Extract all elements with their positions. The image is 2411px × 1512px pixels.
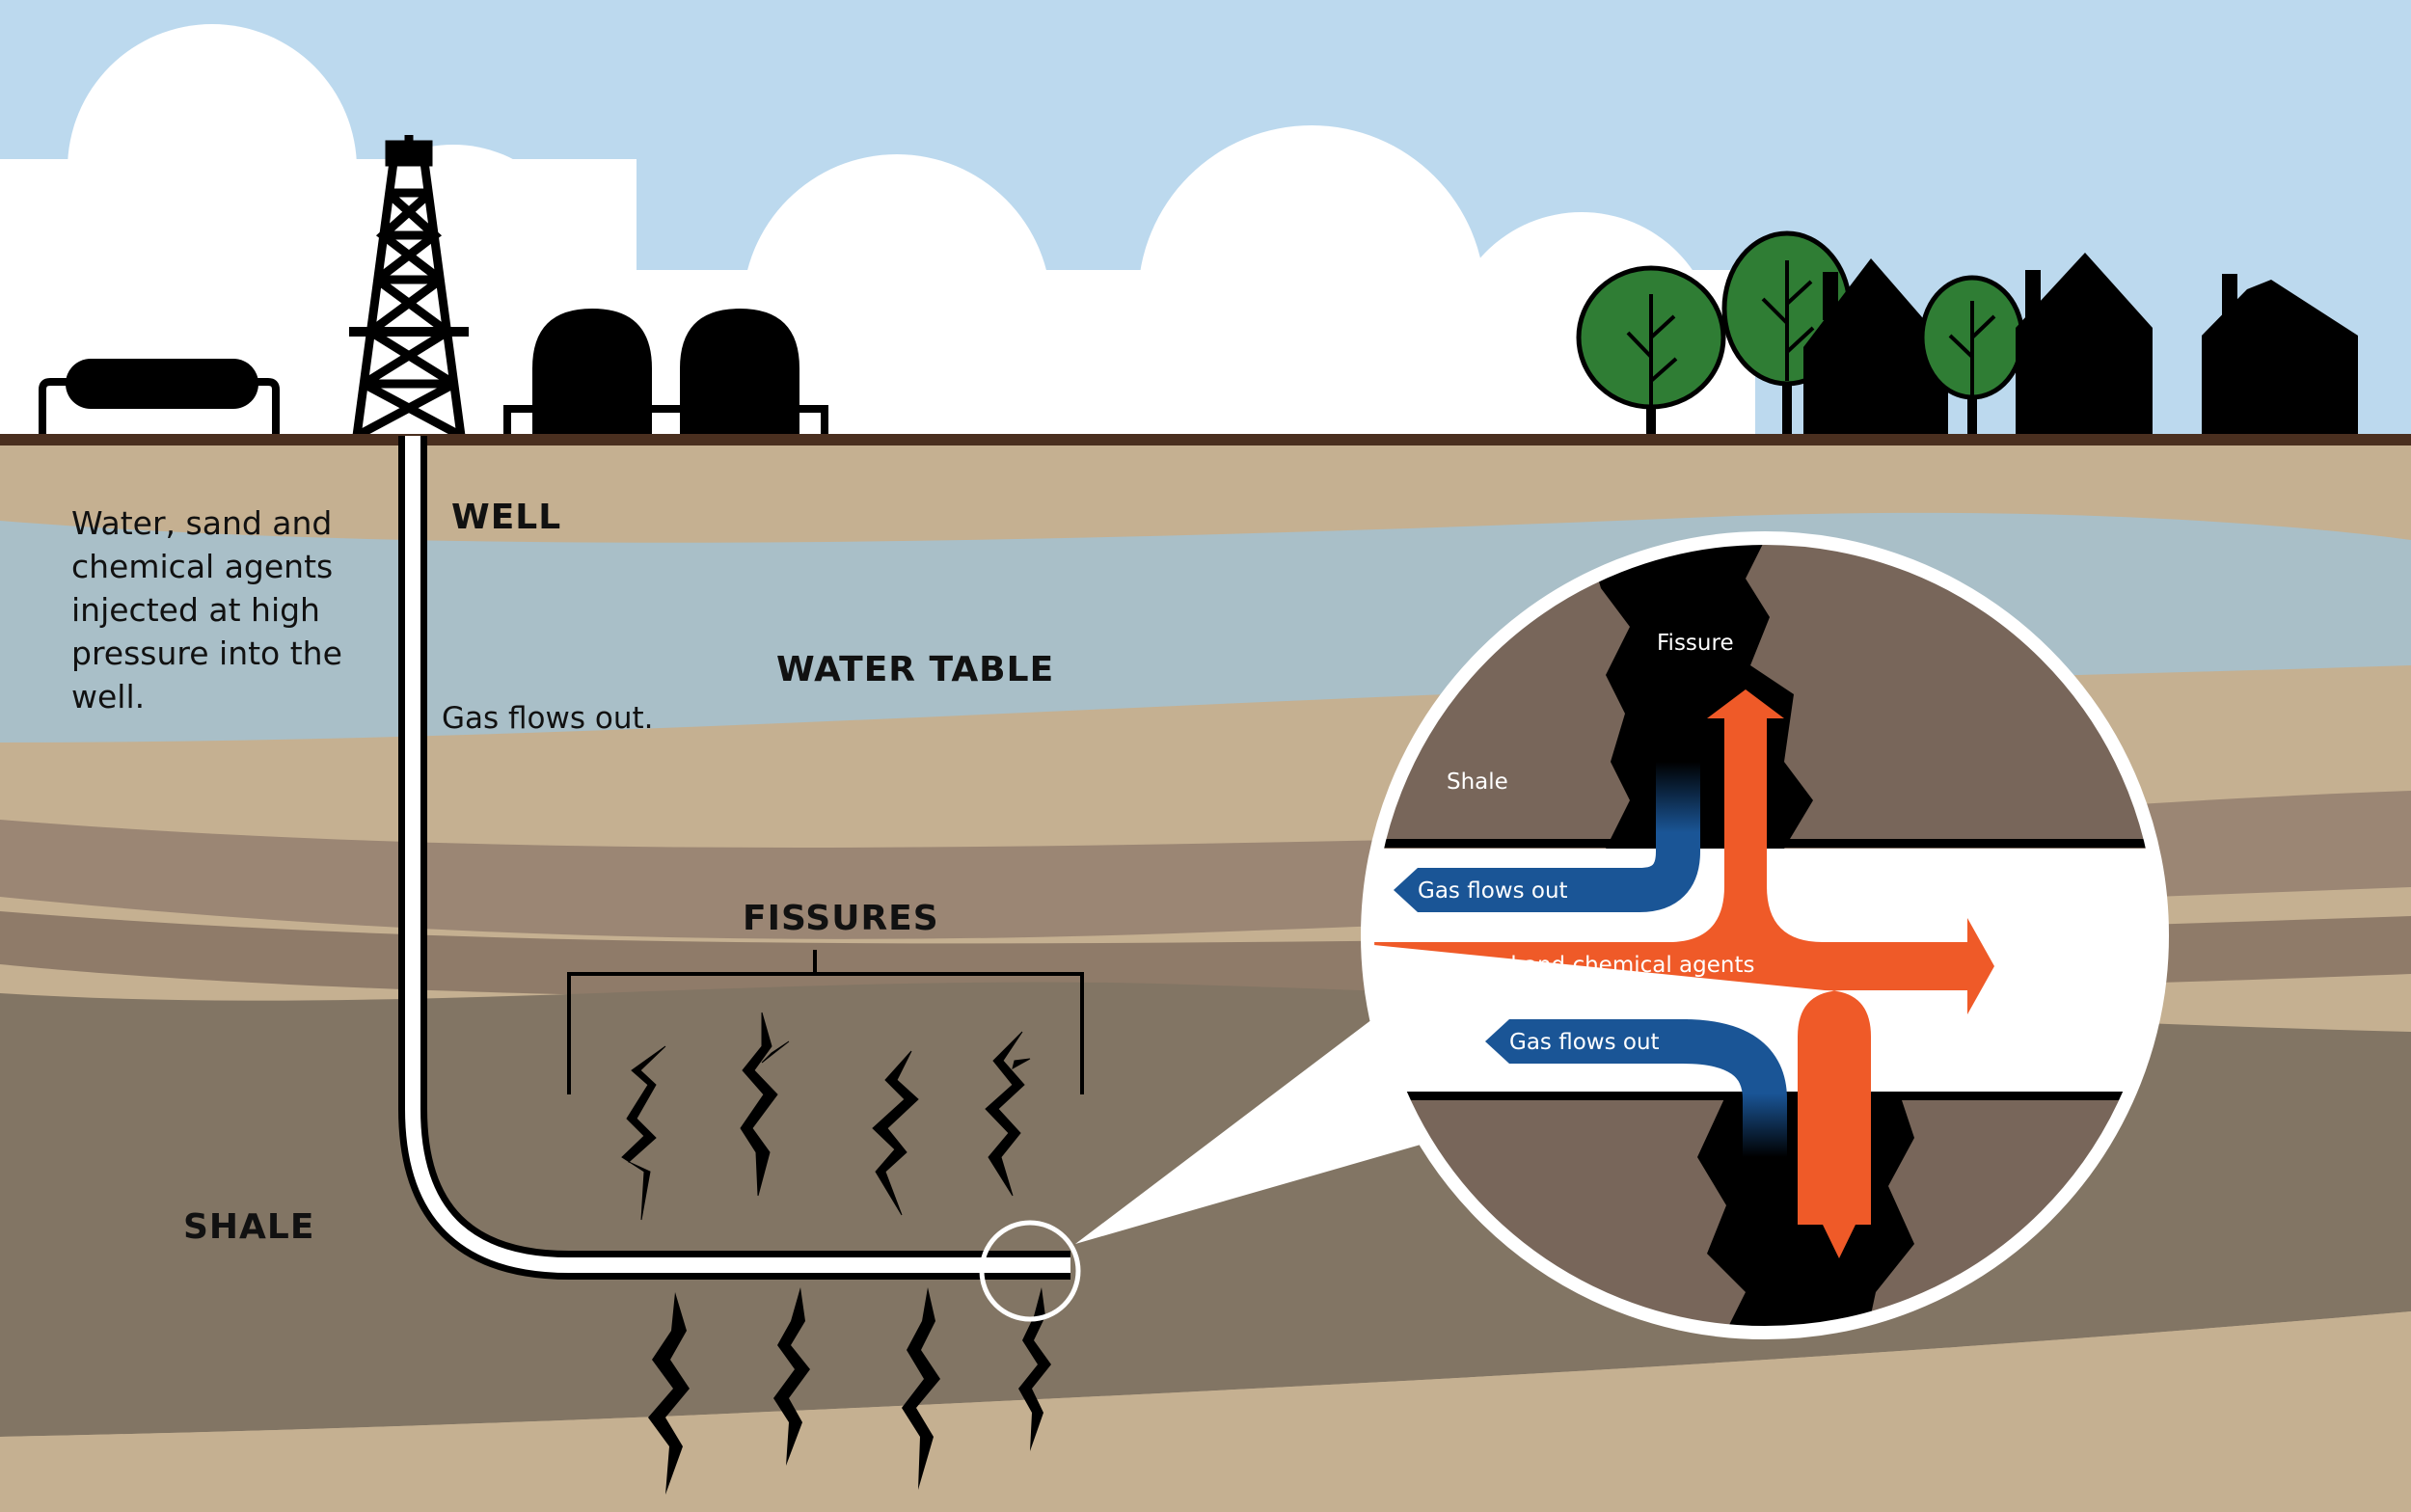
zoom-fissure-label: Fissure	[1657, 631, 1734, 656]
well-label: WELL	[451, 498, 562, 537]
zoom-gas-upper-label: Gas flows out	[1418, 878, 1568, 904]
ground-surface-line	[0, 434, 2411, 446]
zoom-detail	[1361, 531, 2169, 1339]
house-icon	[2202, 274, 2358, 436]
water-arrow	[1371, 689, 1994, 1258]
zoom-shale-label: Shale	[1447, 770, 1508, 795]
zoom-gas-lower-label: Gas flows out	[1509, 1030, 1660, 1055]
house-icon	[2016, 253, 2153, 436]
water-table-label: WATER TABLE	[776, 650, 1055, 689]
fissure-crack-icon	[621, 1012, 1031, 1221]
gas-arrow-lower	[1485, 1019, 1688, 1064]
injection-note: Water, sand and chemical agents injected…	[71, 504, 342, 716]
drilling-rig-icon	[349, 135, 469, 440]
shale-label: SHALE	[183, 1207, 315, 1247]
lower-soil-band	[0, 1311, 2411, 1512]
gas-arrow-upper	[1394, 868, 1601, 912]
fissures-label: FISSURES	[743, 899, 939, 938]
zoom-water-label: Water sand and chemical agents	[1391, 953, 1755, 978]
zoom-target-circle	[979, 1220, 1081, 1322]
tree-icon	[1576, 265, 1726, 439]
well-pipe	[398, 436, 1070, 1280]
storage-tank-icon	[503, 309, 828, 436]
house-icon	[1803, 258, 1948, 436]
fissure-crack-icon	[648, 1287, 1051, 1495]
storage-tank-icon	[39, 359, 280, 436]
zoom-pointer	[1075, 998, 1427, 1244]
fissures-bracket	[567, 950, 1084, 1094]
gas-flows-out-label: Gas flows out.	[442, 701, 654, 736]
